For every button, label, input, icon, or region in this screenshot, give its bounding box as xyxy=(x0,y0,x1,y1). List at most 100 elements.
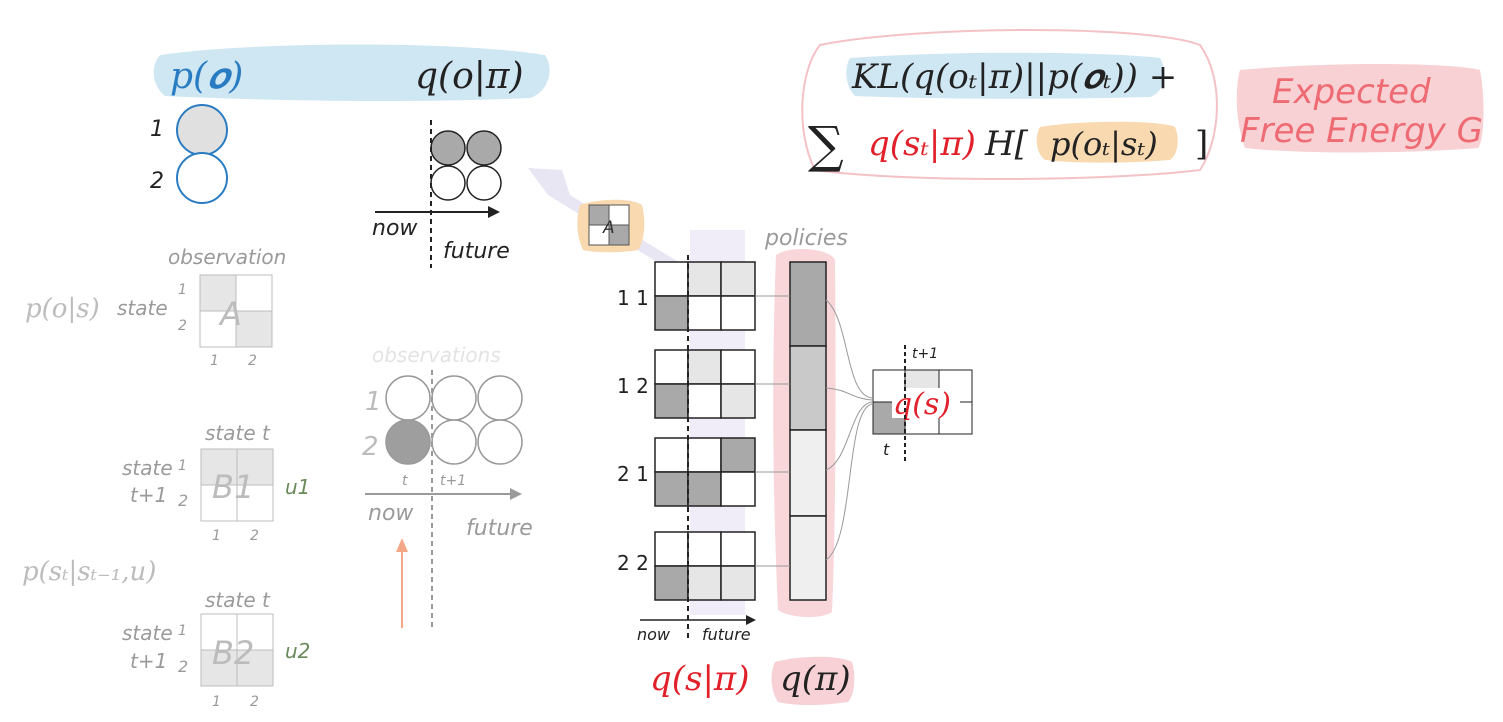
B1-cell xyxy=(236,448,274,486)
b1-row-2: 2 xyxy=(178,491,188,510)
prior-row-2: 2 xyxy=(150,169,164,194)
policy-state-cell xyxy=(687,531,722,567)
likelihood-col-1: 1 xyxy=(210,353,219,369)
policy-state-cell xyxy=(720,383,756,419)
prior-circle-2 xyxy=(176,152,228,204)
b1-state: state xyxy=(122,456,173,480)
b1-header: state t xyxy=(205,421,271,445)
q-o-circle xyxy=(430,165,466,201)
likelihood-formula: p(o|s) xyxy=(25,294,100,324)
b2-row-1: 1 xyxy=(178,623,187,639)
B2-cell xyxy=(200,649,238,687)
policy-label-21: 2 1 xyxy=(617,462,649,486)
B1-cell xyxy=(200,448,238,486)
efe-label-line2: Free Energy G xyxy=(1240,111,1483,151)
q-o-circle xyxy=(466,165,502,201)
B1-cell xyxy=(236,484,274,522)
likelihood-row-1: 1 xyxy=(178,282,187,298)
efe-q-s-pi: q(sₜ|π) xyxy=(868,124,976,164)
B1-matrix-label: B1 xyxy=(212,468,254,506)
policy-state-cell xyxy=(687,383,722,419)
u1-label: u1 xyxy=(285,475,310,499)
A-cell xyxy=(235,310,273,348)
likelihood-row-2: 2 xyxy=(178,318,187,334)
policy-state-cell xyxy=(654,383,689,419)
policy-time-arrowhead xyxy=(746,615,756,625)
policy-state-cell xyxy=(720,295,756,331)
transition-formula: p(sₜ|sₜ₋₁,u) xyxy=(22,557,156,587)
observations-row-1: 1 xyxy=(365,387,382,417)
b2-header: state t xyxy=(205,588,271,612)
q-pi-cell xyxy=(789,261,827,347)
observation-circle xyxy=(385,375,431,421)
b2-t1: t+1 xyxy=(130,649,167,673)
prior-circle-1 xyxy=(176,104,228,156)
efe-p-o-s: p(oₜ|sₜ) xyxy=(1050,125,1158,163)
b2-state: state xyxy=(122,621,173,645)
convergence-curve xyxy=(825,401,873,471)
B2-matrix-label: B2 xyxy=(212,634,254,672)
observations-time-arrowhead xyxy=(510,488,522,500)
observations-future: future xyxy=(466,516,533,541)
observation-circle xyxy=(477,375,523,421)
observation-circle xyxy=(477,419,523,465)
efe-H: H[ xyxy=(984,124,1029,164)
blue-highlight-top xyxy=(153,44,550,102)
policy-label-11: 1 1 xyxy=(617,286,649,310)
pink-outline-efe xyxy=(801,29,1218,180)
efe-close-bracket: ] xyxy=(1195,124,1208,164)
policy-state-cell xyxy=(654,437,689,473)
q-pi-cell xyxy=(789,515,827,601)
policy-state-cell xyxy=(720,261,756,297)
policy-state-cell xyxy=(687,437,722,473)
b1-t1: t+1 xyxy=(130,483,167,507)
B1-cell xyxy=(200,484,238,522)
A-matrix-label: A xyxy=(218,295,242,333)
policy-future: future xyxy=(702,625,751,644)
A-cell xyxy=(235,274,273,312)
orange-up-arrowhead xyxy=(396,538,408,552)
B2-cell xyxy=(200,613,238,651)
policy-state-cell xyxy=(687,565,722,601)
efe-kl-line: KL(q(oₜ|π)||p(𝒐ₜ)) + xyxy=(851,57,1177,97)
convergence-curve xyxy=(825,387,873,401)
policy-now: now xyxy=(637,625,671,644)
policy-state-cell xyxy=(654,471,689,507)
q-o-circle xyxy=(430,130,466,166)
policy-state-cell xyxy=(687,261,722,297)
q-o-pi-label: q(o|π) xyxy=(415,56,524,97)
q-o-future: future xyxy=(443,239,510,264)
policy-state-cell xyxy=(654,531,689,567)
A-badge-cell xyxy=(608,224,630,246)
q-pi-cell xyxy=(789,345,827,431)
efe-label-line1: Expected xyxy=(1272,72,1431,112)
A-badge-label: A xyxy=(602,218,615,238)
observations-now: now xyxy=(368,501,414,526)
q-pi-cell xyxy=(789,429,827,517)
convergence-curve xyxy=(825,403,873,561)
b2-col-1: 1 xyxy=(212,694,221,710)
b2-row-2: 2 xyxy=(178,657,188,676)
qs-label: q(s) xyxy=(893,387,951,422)
policy-state-cell xyxy=(654,349,689,385)
prior-row-1: 1 xyxy=(150,117,164,142)
policy-state-cell xyxy=(720,565,756,601)
orange-highlight-pos xyxy=(1036,121,1178,163)
q-o-circle xyxy=(466,130,502,166)
likelihood-state: state xyxy=(117,296,168,320)
observations-t: t xyxy=(402,473,408,489)
blue-highlight-kl xyxy=(846,52,1165,99)
policy-state-cell xyxy=(654,565,689,601)
qs-label-backdrop xyxy=(892,388,960,418)
convergence-curve xyxy=(825,299,873,399)
b2-col-2: 2 xyxy=(250,694,259,710)
policy-state-cell xyxy=(720,349,756,385)
policy-label-12: 1 2 xyxy=(617,374,649,398)
observations-row-2: 2 xyxy=(362,432,379,462)
policy-state-cell xyxy=(720,471,756,507)
policy-state-cell xyxy=(687,295,722,331)
policy-state-cell xyxy=(687,471,722,507)
policy-label-22: 2 2 xyxy=(617,551,649,575)
observations-t1: t+1 xyxy=(440,473,466,489)
